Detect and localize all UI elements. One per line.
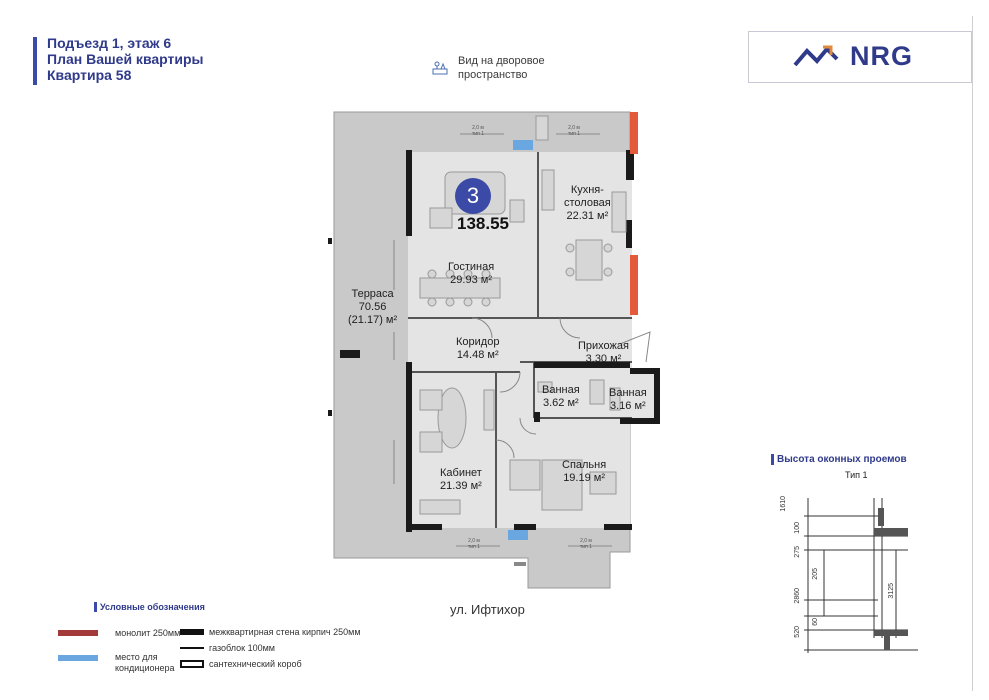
room-terrace: Терраса 70.56 (21.17) м² (348, 288, 397, 327)
room-study: Кабинет 21.39 м² (440, 467, 482, 493)
legend-swatch-monolith (58, 630, 98, 636)
header-accent-bar (33, 37, 37, 85)
room-name: Кухня- (570, 184, 604, 196)
ac-spot-bottom (508, 530, 528, 540)
dim-1610: 1610 (780, 496, 787, 512)
dim-60: 60 (812, 618, 819, 626)
dim-520: 520 (794, 626, 801, 638)
apartment-badge: 3 (455, 178, 491, 214)
dim-100: 100 (794, 522, 801, 534)
room-area: 19.19 м² (563, 472, 605, 484)
room-bedroom: Спальня 19.19 м² (562, 459, 606, 485)
legend-accent-bar (94, 602, 97, 612)
dim-3125: 3125 (888, 583, 895, 599)
view-note-line2: пространство (458, 69, 528, 81)
total-area: 138.55 (457, 214, 509, 233)
legend-title-text: Условные обозначения (100, 602, 205, 612)
logo-mark-icon (793, 45, 839, 67)
room-area-secondary: (21.17) м² (348, 314, 398, 326)
room-hall: Прихожая 3.30 м² (578, 340, 629, 366)
yard-view-icon (432, 61, 448, 75)
floor-plan-drawing (328, 111, 660, 589)
room-area: 3.30 м² (585, 353, 622, 365)
legend-label-ac-line2: кондиционера (115, 663, 175, 673)
room-name: Ванная (542, 384, 580, 396)
monolith-wall (630, 112, 638, 154)
legend-label-plumbing-box: сантехнический короб (209, 659, 302, 669)
plan-title: План Вашей квартиры (47, 51, 204, 67)
window-section-drawing: 1610 100 275 205 2860 3125 520 60 (778, 488, 930, 663)
room-kitchen: Кухня- столовая 22.31 м² (564, 184, 611, 223)
legend-label-brick-wall: межквартирная стена кирпич 250мм (209, 627, 361, 637)
right-border-line (972, 16, 973, 691)
window-section-svg (804, 498, 918, 653)
room-name: Прихожая (578, 340, 629, 352)
room-name: Кабинет (440, 467, 482, 479)
room-name: Гостиная (448, 261, 495, 273)
legend-label-ac-line1: место для (115, 652, 158, 662)
window-heights-title-text: Высота оконных проемов (777, 454, 907, 465)
room-area: 70.56 (358, 301, 387, 313)
entrance-floor: Подъезд 1, этаж 6 (47, 35, 172, 51)
window-type-label: Тип 1 (845, 470, 868, 480)
room-area: 3.16 м² (609, 400, 646, 412)
room-corridor: Коридор 14.48 м² (456, 336, 499, 362)
plan-header: Подъезд 1, этаж 6 План Вашей квартиры Кв… (33, 35, 293, 91)
room-bath-1: Ванная 3.62 м² (542, 384, 580, 410)
room-area: 3.62 м² (542, 397, 579, 409)
room-area: 29.93 м² (450, 274, 492, 286)
legend-swatch-gasblock (180, 647, 204, 649)
window-title-accent-bar (771, 454, 774, 465)
legend-swatch-plumbing-box (180, 660, 204, 668)
legend-title: Условные обозначения (94, 602, 205, 612)
legend-swatch-brick-wall (180, 629, 204, 635)
legend-label-monolith: монолит 250мм (115, 628, 181, 638)
room-living: Гостиная 29.93 м² (448, 261, 494, 287)
view-note: Вид на дворовое пространство (432, 54, 602, 88)
room-name-2: столовая (564, 197, 611, 209)
view-note-line1: Вид на дворовое (458, 55, 545, 67)
legend-label-gasblock: газоблок 100мм (209, 643, 275, 653)
room-bath-2: Ванная 3.16 м² (609, 387, 647, 413)
monolith-wall-2 (630, 255, 638, 315)
room-area: 22.31 м² (566, 210, 609, 222)
window-heights-title: Высота оконных проемов (771, 454, 907, 465)
street-name: ул. Ифтихор (450, 602, 525, 617)
legend-swatch-ac (58, 655, 98, 661)
room-area: 14.48 м² (456, 349, 499, 361)
dim-2860: 2860 (794, 588, 801, 604)
dim-205: 205 (812, 568, 819, 580)
logo-text: NRG (850, 41, 913, 71)
ac-spot-top (513, 140, 533, 150)
room-name: Спальня (562, 459, 607, 471)
room-name: Ванная (609, 387, 647, 399)
dim-275: 275 (794, 546, 801, 558)
legend-label-ac: место для кондиционера (115, 652, 174, 674)
brand-logo: NRG (748, 31, 972, 83)
room-name: Терраса (351, 288, 394, 300)
apartment-number: Квартира 58 (47, 67, 132, 83)
room-name: Коридор (456, 336, 500, 348)
room-area: 21.39 м² (440, 480, 482, 492)
